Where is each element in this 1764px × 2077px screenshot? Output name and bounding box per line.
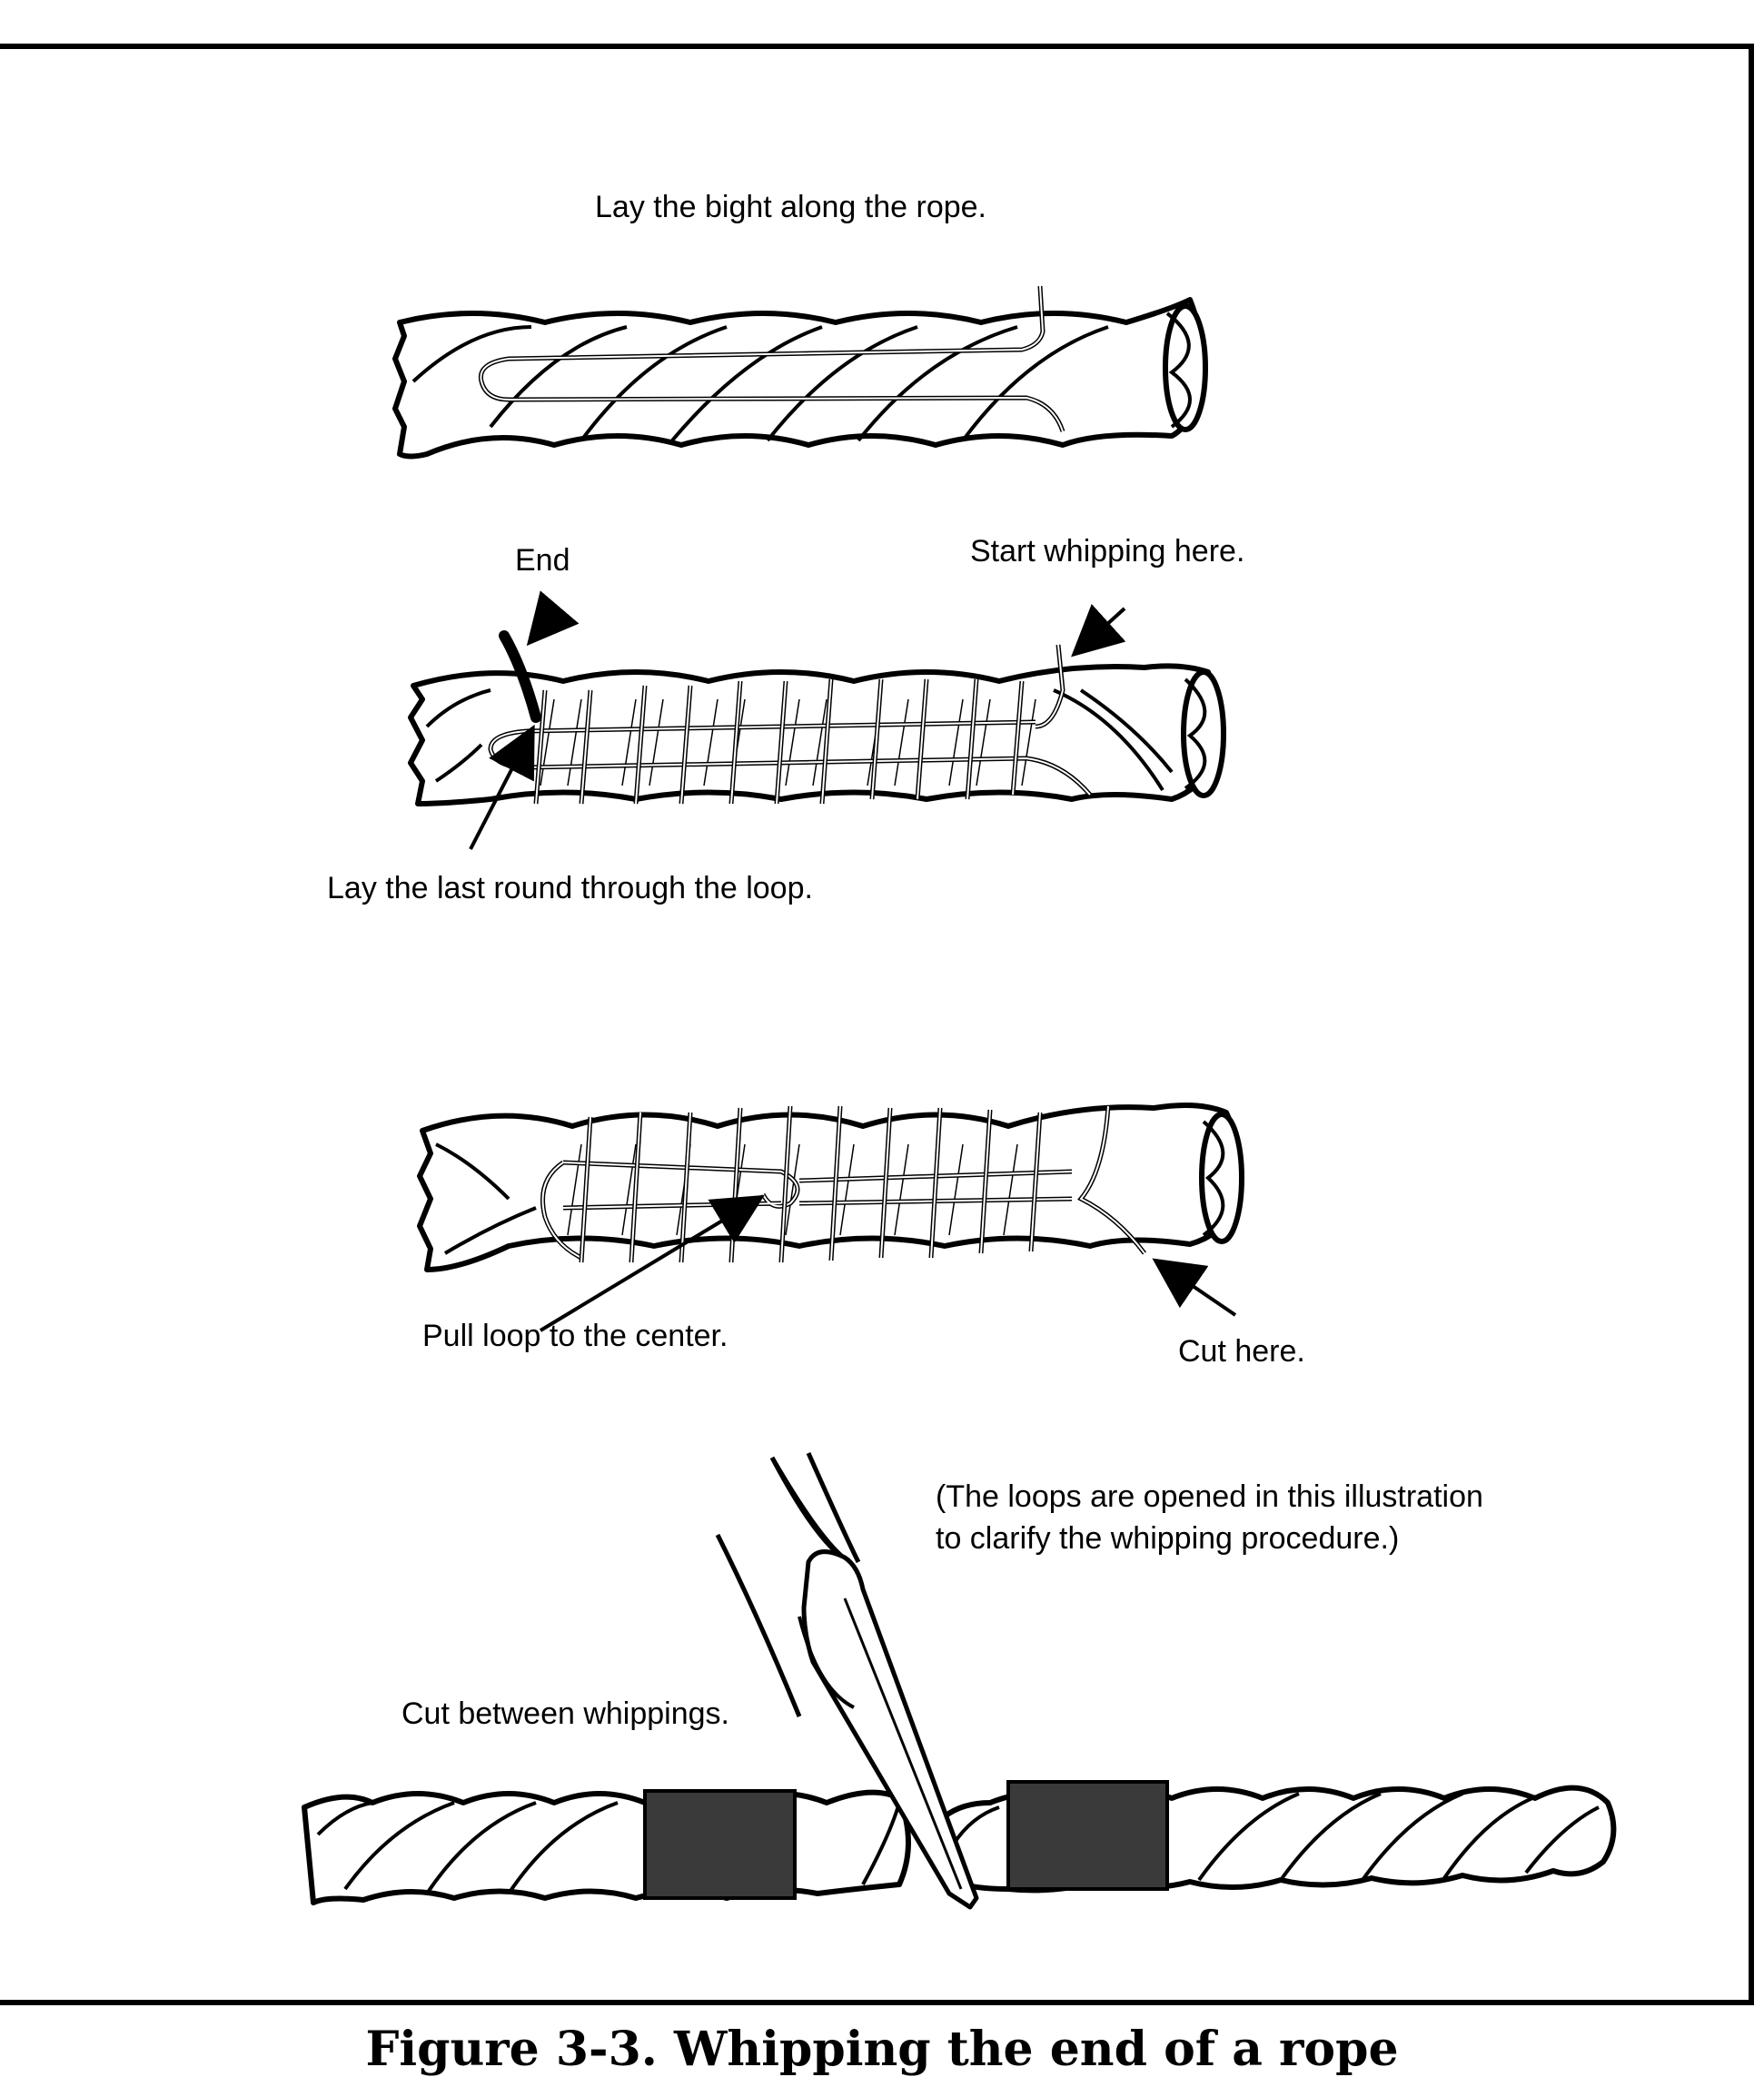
label-step1: Lay the bight along the rope. bbox=[595, 190, 986, 224]
figure-caption: Figure 3-3. Whipping the end of a rope bbox=[365, 2022, 1399, 2077]
loop-step3 bbox=[540, 1160, 1073, 1261]
last-round-arrow bbox=[469, 724, 535, 850]
label-cut-between: Cut between whippings. bbox=[401, 1696, 730, 1731]
rope-step1 bbox=[392, 297, 1208, 460]
label-last-round: Lay the last round through the loop. bbox=[327, 871, 813, 905]
rope-left-step4 bbox=[302, 1789, 911, 1905]
turns-step2 bbox=[533, 644, 1065, 805]
figure-frame bbox=[0, 44, 1754, 2005]
knife bbox=[715, 1451, 979, 1910]
label-start-whipping: Start whipping here. bbox=[970, 534, 1245, 569]
bight-step1 bbox=[478, 285, 1065, 432]
start-whipping-arrow bbox=[1071, 604, 1126, 658]
turns-step3 bbox=[579, 1105, 1146, 1263]
whipping-right bbox=[1006, 1780, 1169, 1891]
whipping-left bbox=[643, 1789, 797, 1900]
rope-step2 bbox=[408, 663, 1226, 806]
label-note-line1: (The loops are opened in this illustrati… bbox=[936, 1479, 1483, 1514]
end-arrow bbox=[526, 590, 580, 647]
cut-here-arrow bbox=[1152, 1258, 1237, 1317]
label-end: End bbox=[515, 543, 570, 578]
label-note-line2: to clarify the whipping procedure.) bbox=[936, 1521, 1400, 1556]
end-strand-step2 bbox=[499, 630, 541, 723]
label-pull-loop: Pull loop to the center. bbox=[422, 1319, 728, 1353]
pull-loop-arrow bbox=[539, 1194, 765, 1332]
label-cut-here: Cut here. bbox=[1178, 1334, 1305, 1369]
rope-step3 bbox=[417, 1102, 1244, 1272]
